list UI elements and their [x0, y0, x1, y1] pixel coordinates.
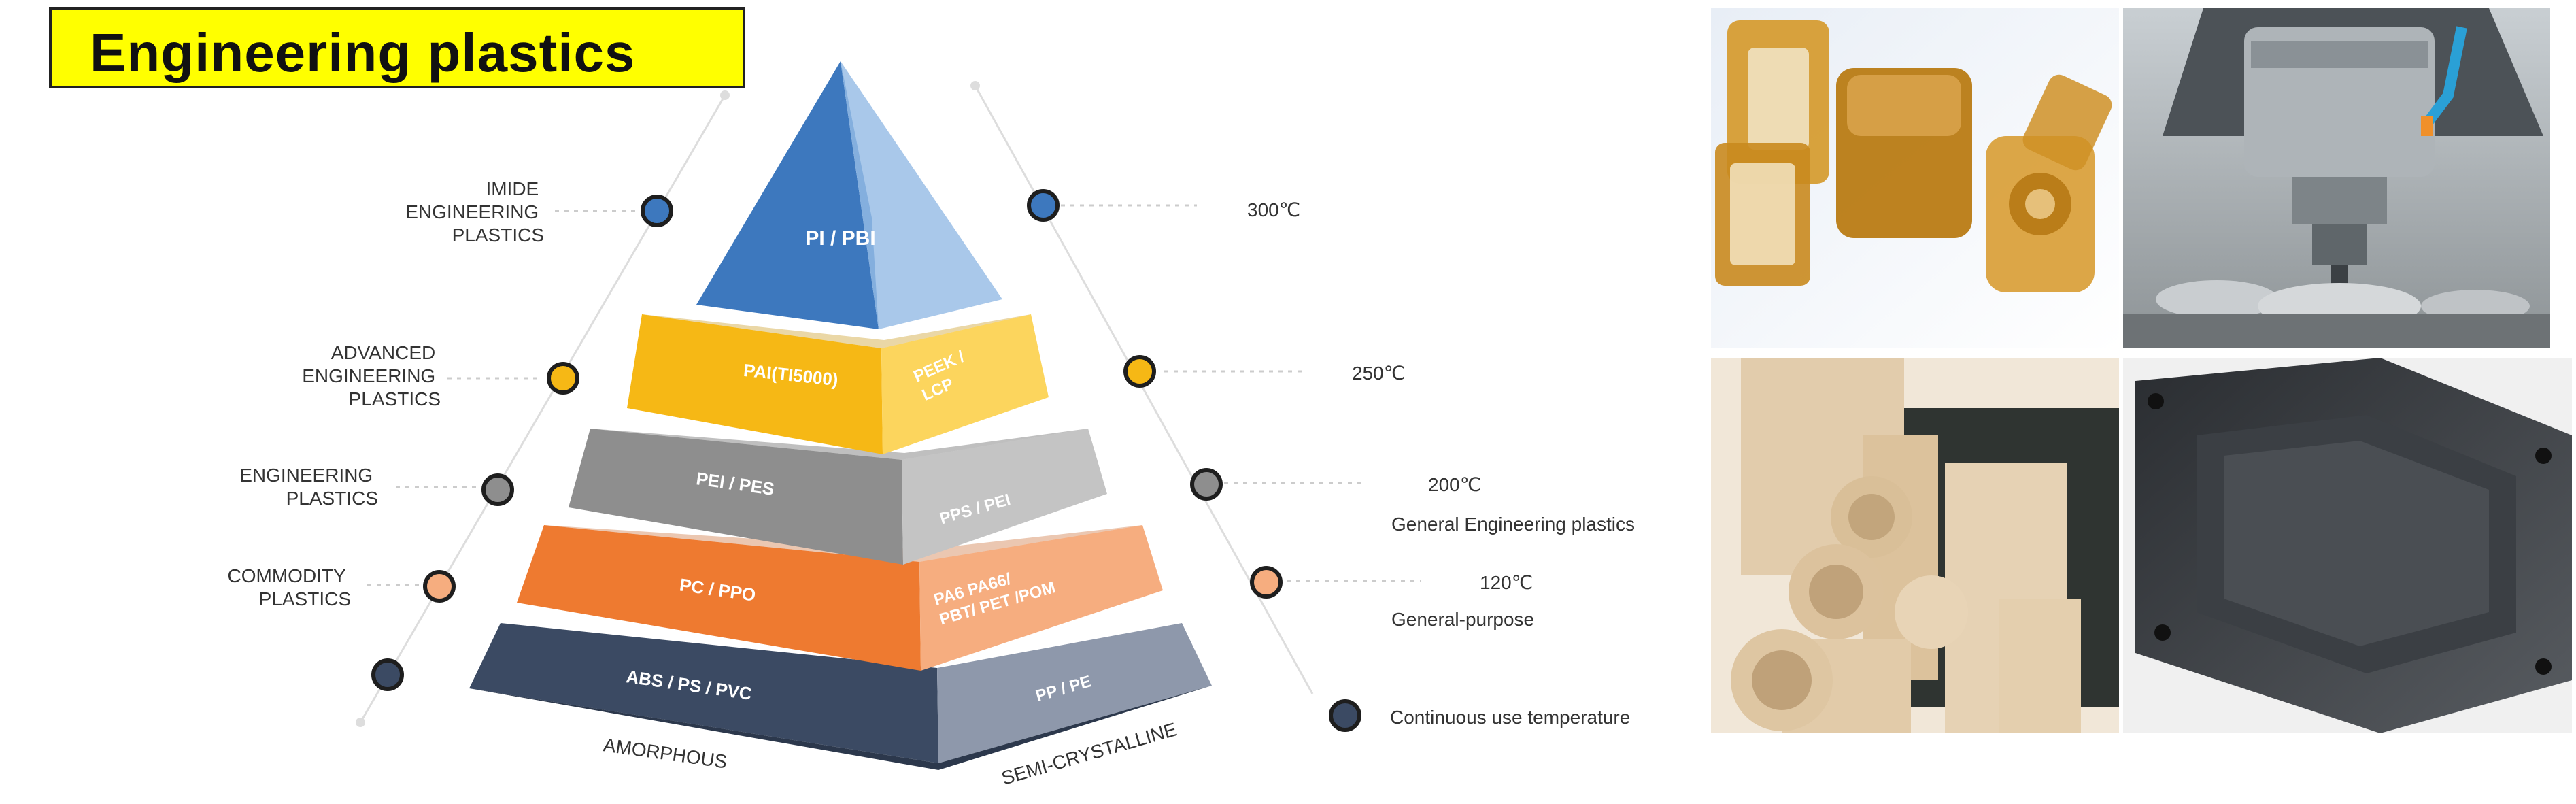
tier-imide [696, 61, 1002, 329]
marker-base-left [371, 658, 404, 691]
temp-200-note: General Engineering plastics [1391, 514, 1635, 535]
amorphous-label: AMORPHOUS [602, 734, 728, 772]
tier-commodity [517, 525, 1163, 671]
pyramid [469, 61, 1212, 770]
tier-advanced [627, 314, 1049, 454]
connector-lines [367, 204, 1421, 586]
marker-advanced-left [547, 362, 579, 395]
temp-250-label: 250℃ [1352, 363, 1405, 384]
right-guide-end-dot [970, 81, 980, 90]
black-machined-plate-photo [2123, 358, 2572, 733]
marker-250-right [1123, 355, 1156, 388]
tier-engineering [569, 429, 1107, 565]
temp-300-label: 300℃ [1247, 199, 1300, 220]
marker-300-right [1027, 189, 1060, 222]
marker-120-right [1250, 566, 1283, 599]
cnc-machining-photo [2123, 8, 2550, 348]
title-banner: Engineering plastics [49, 7, 745, 88]
category-engineering-label: ENGINEERING PLASTICS [239, 465, 378, 509]
category-commodity-label: COMMODITY PLASTICS [228, 565, 351, 609]
marker-imide-left [641, 195, 673, 227]
left-guide-end-dot [720, 90, 730, 100]
temp-120-label: 120℃ [1480, 572, 1533, 593]
tier-commodity-base [469, 623, 1212, 770]
beige-rods-and-sheets-photo [1711, 358, 2119, 733]
temperature-labels: 300℃ 250℃ 200℃ General Engineering plast… [1247, 199, 1635, 728]
right-markers [1027, 189, 1361, 732]
temp-200-label: 200℃ [1428, 474, 1481, 495]
photo-collage [1711, 8, 2572, 733]
left-guide-base-dot [356, 718, 365, 727]
tier-1-label: PI / PBI [805, 227, 875, 250]
page-title: Engineering plastics [90, 22, 636, 83]
amber-machined-parts-photo [1711, 8, 2119, 348]
category-advanced-label: ADVANCED ENGINEERING PLASTICS [302, 342, 441, 409]
legend-marker [1329, 699, 1361, 732]
left-category-labels: IMIDE ENGINEERING PLASTICS ADVANCED ENGI… [228, 178, 544, 609]
marker-200-right [1190, 468, 1223, 501]
temp-120-note: General-purpose [1391, 609, 1534, 630]
left-markers [371, 195, 673, 691]
category-imide-label: IMIDE ENGINEERING PLASTICS [405, 178, 544, 246]
marker-engineering-left [481, 473, 514, 506]
legend-label: Continuous use temperature [1390, 707, 1630, 728]
marker-commodity-left [423, 570, 456, 603]
